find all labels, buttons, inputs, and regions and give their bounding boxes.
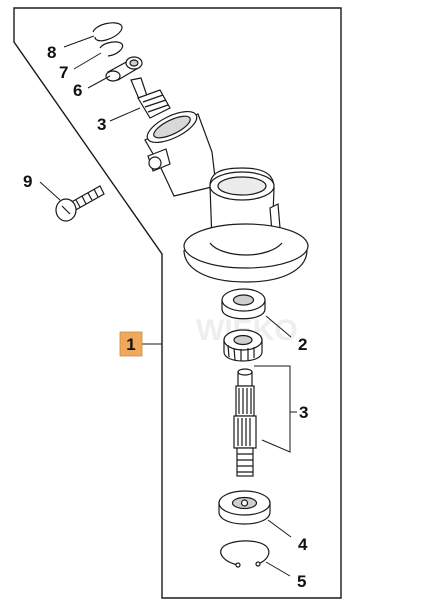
- splined-shaft-part-3: [233, 368, 257, 477]
- callout-number-7: 7: [59, 63, 68, 82]
- assembly-callout-1: 1: [119, 331, 143, 357]
- callout-number-5: 5: [297, 572, 306, 591]
- callout-number-3-top: 3: [97, 115, 106, 134]
- callout-number-9: 9: [23, 172, 32, 191]
- circlip-part-8: [92, 22, 123, 42]
- assembly-badge: [119, 331, 143, 357]
- bevel-pinion-part-3: [130, 77, 171, 119]
- circlip-part-7: [99, 41, 124, 57]
- callout-number-6: 6: [73, 81, 82, 100]
- callout-number-8: 8: [47, 43, 56, 62]
- callout-number-4: 4: [298, 535, 308, 554]
- gear-head-housing: [144, 110, 309, 283]
- screw-part-9: [55, 185, 105, 222]
- callout-number-3-bottom: 3: [299, 403, 308, 422]
- bevel-gear-part-3: [223, 329, 263, 362]
- assembly-number: 1: [126, 335, 135, 354]
- leader-lines: [39, 35, 297, 577]
- circlip-part-5: [220, 540, 270, 568]
- callout-number-2: 2: [298, 335, 307, 354]
- ball-bearing-part-4: [218, 490, 271, 525]
- assembly-outline: [13, 7, 342, 599]
- ball-bearing-part-2: [221, 288, 266, 320]
- ball-bearing-part-6: [105, 56, 143, 82]
